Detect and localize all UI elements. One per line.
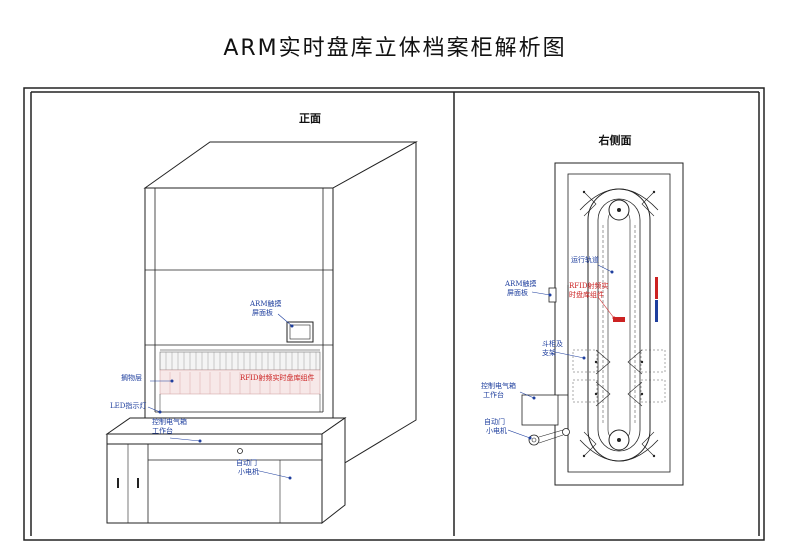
label-bucket-2: 支架	[542, 348, 556, 357]
desk-body	[106, 443, 323, 524]
label-control-2: 工作台	[152, 426, 173, 435]
desk-top	[105, 417, 347, 435]
label-motor-1: 自动门	[236, 458, 257, 467]
label-control-1: 控制电气箱	[152, 417, 187, 426]
label-led: LED指示灯	[110, 401, 146, 410]
label-arm-screen-1: ARM触摸	[249, 299, 282, 308]
label-side-control-2: 工作台	[483, 390, 504, 399]
side-heading: 右侧面	[598, 133, 632, 147]
rfid-mark	[655, 277, 658, 299]
label-rfid: RFID射频实时盘库组件	[240, 373, 315, 382]
track-outer	[587, 188, 651, 462]
label-side-motor-2: 小电机	[486, 426, 507, 435]
motor-icon	[528, 434, 540, 446]
front-view: 正面	[105, 112, 418, 525]
label-bucket-1: 斗柜及	[542, 339, 563, 348]
front-heading: 正面	[299, 112, 321, 125]
diagram-title: ARM实时盘库立体档案柜解析图	[223, 36, 567, 61]
label-track: 运行轨道	[571, 255, 599, 264]
label-shelf: 搁物层	[121, 373, 142, 382]
outer-frame	[23, 87, 765, 541]
label-motor-2: 小电机	[238, 467, 259, 476]
label-side-motor-1: 自动门	[484, 417, 505, 426]
arm-screen	[286, 321, 314, 343]
label-side-arm-1: ARM触摸	[504, 279, 537, 288]
label-side-arm-2: 屏面板	[507, 288, 528, 297]
label-arm-screen-2: 屏面板	[252, 308, 273, 317]
side-view: 右侧面	[481, 133, 684, 486]
label-side-rfid-1: RFID射频实	[569, 281, 609, 290]
label-side-control-1: 控制电气箱	[481, 381, 516, 390]
label-side-rfid-2: 时盘库组件	[569, 290, 604, 299]
